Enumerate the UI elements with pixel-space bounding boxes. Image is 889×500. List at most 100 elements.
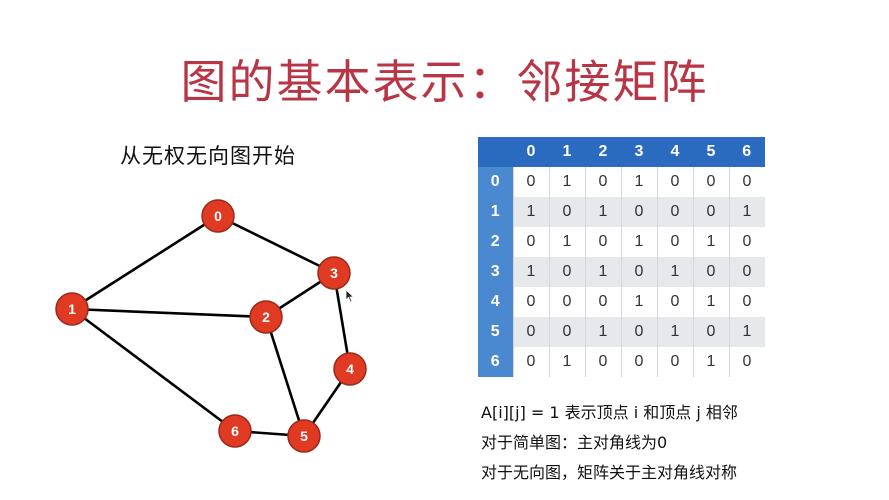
matrix-corner xyxy=(478,137,513,167)
note-undirected-symmetry: 对于无向图，矩阵关于主对角线对称 xyxy=(481,463,738,482)
matrix-col-header: 4 xyxy=(657,137,693,167)
matrix-cell: 0 xyxy=(548,287,585,317)
graph-node-2: 2 xyxy=(249,300,283,334)
note-simple-graph-diagonal: 对于简单图：主对角线为0 xyxy=(481,433,668,452)
matrix-cell: 1 xyxy=(584,257,621,287)
matrix-cell: 0 xyxy=(512,287,549,317)
matrix-cell: 1 xyxy=(656,317,693,347)
matrix-cell: 0 xyxy=(728,287,765,317)
matrix-cell: 1 xyxy=(656,257,693,287)
matrix-cell: 1 xyxy=(584,197,621,227)
matrix-row-header: 2 xyxy=(478,227,513,257)
node-label: 5 xyxy=(300,428,308,444)
matrix-cell: 0 xyxy=(620,317,657,347)
matrix-cell: 1 xyxy=(728,317,765,347)
node-circle xyxy=(333,352,367,386)
matrix-cell: 0 xyxy=(512,317,549,347)
graph-edge-0-1 xyxy=(71,214,219,311)
graph-edge-2-5 xyxy=(264,316,306,437)
matrix-cell: 0 xyxy=(728,227,765,257)
matrix-cell: 0 xyxy=(656,227,693,257)
graph-node-1: 1 xyxy=(55,292,89,326)
matrix-cell: 0 xyxy=(584,347,621,377)
graph-edge-0-3 xyxy=(217,214,335,275)
matrix-row-header: 4 xyxy=(478,287,513,317)
matrix-cell: 0 xyxy=(728,347,765,377)
matrix-cell: 0 xyxy=(656,197,693,227)
graph-node-3: 3 xyxy=(317,256,351,290)
matrix-cell: 0 xyxy=(548,197,585,227)
matrix-col-header: 0 xyxy=(513,137,549,167)
node-label: 0 xyxy=(214,208,222,224)
matrix-cell: 0 xyxy=(512,347,549,377)
matrix-cell: 0 xyxy=(728,257,765,287)
matrix-cell: 0 xyxy=(656,167,693,197)
matrix-row-header: 5 xyxy=(478,317,513,347)
matrix-cell: 1 xyxy=(692,287,729,317)
node-circle xyxy=(218,414,252,448)
matrix-cell: 1 xyxy=(620,227,657,257)
node-label: 6 xyxy=(231,423,239,439)
matrix-cell: 0 xyxy=(548,257,585,287)
matrix-cell: 1 xyxy=(620,287,657,317)
node-label: 2 xyxy=(262,309,270,325)
matrix-col-header: 5 xyxy=(693,137,729,167)
node-circle xyxy=(287,419,321,453)
matrix-cell: 0 xyxy=(584,287,621,317)
graph-edges xyxy=(71,214,352,438)
matrix-cell: 0 xyxy=(692,317,729,347)
matrix-row-header: 6 xyxy=(478,347,513,377)
matrix-cell: 1 xyxy=(512,197,549,227)
matrix-col-header: 3 xyxy=(621,137,657,167)
graph-node-0: 0 xyxy=(201,199,235,233)
matrix-cell: 1 xyxy=(620,167,657,197)
matrix-cell: 1 xyxy=(692,227,729,257)
matrix-row-header: 1 xyxy=(478,197,513,227)
node-label: 1 xyxy=(68,301,76,317)
matrix-cell: 0 xyxy=(512,227,549,257)
matrix-cell: 1 xyxy=(548,167,585,197)
notes: A[i][j] = 1 表示顶点 i 和顶点 j 相邻 对于简单图：主对角线为0… xyxy=(481,398,738,488)
matrix-cell: 1 xyxy=(692,347,729,377)
matrix-cell: 0 xyxy=(620,197,657,227)
node-label: 3 xyxy=(330,265,338,281)
matrix-cell: 0 xyxy=(656,287,693,317)
node-circle xyxy=(317,256,351,290)
matrix-col-header: 6 xyxy=(729,137,765,167)
graph-node-5: 5 xyxy=(287,419,321,453)
mouse-cursor-icon xyxy=(345,289,355,303)
slide-title: 图的基本表示：邻接矩阵 xyxy=(180,55,709,109)
matrix-cell: 0 xyxy=(728,167,765,197)
node-label: 4 xyxy=(346,361,354,377)
graph-node-6: 6 xyxy=(218,414,252,448)
matrix-cell: 0 xyxy=(692,197,729,227)
matrix-cell: 0 xyxy=(692,167,729,197)
graph-nodes: 0 1 2 3 4 5 6 xyxy=(55,199,367,453)
matrix-col-header: 2 xyxy=(585,137,621,167)
node-circle xyxy=(55,292,89,326)
graph-edge-1-2 xyxy=(71,307,267,319)
matrix-cell: 0 xyxy=(692,257,729,287)
matrix-col-header: 1 xyxy=(549,137,585,167)
node-circle xyxy=(249,300,283,334)
matrix-cell: 0 xyxy=(512,167,549,197)
matrix-cell: 0 xyxy=(620,347,657,377)
matrix-row-header: 0 xyxy=(478,167,513,197)
matrix-cell: 0 xyxy=(656,347,693,377)
matrix-cell: 0 xyxy=(584,227,621,257)
matrix-cell: 1 xyxy=(728,197,765,227)
graph-node-4: 4 xyxy=(333,352,367,386)
matrix-cell: 0 xyxy=(548,317,585,347)
matrix-cell: 1 xyxy=(548,227,585,257)
matrix-cell: 0 xyxy=(620,257,657,287)
note-adjacency-definition: A[i][j] = 1 表示顶点 i 和顶点 j 相邻 xyxy=(481,403,738,422)
